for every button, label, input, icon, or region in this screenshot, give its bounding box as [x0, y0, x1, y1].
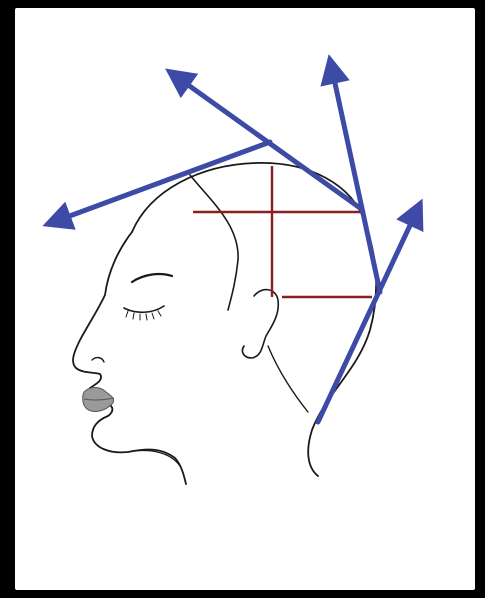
neck-line: [268, 346, 308, 412]
hairline: [190, 175, 238, 310]
elevation-arrow-up: [330, 60, 380, 292]
elevation-arrow-up-left: [170, 72, 360, 208]
jaw-line: [128, 451, 180, 466]
elevation-arrows: [48, 60, 420, 422]
eyebrow: [132, 274, 172, 282]
ear: [242, 290, 278, 358]
skull-outline: [132, 163, 376, 476]
face-profile: [73, 232, 186, 484]
nostril: [92, 358, 104, 362]
section-lines: [193, 166, 372, 297]
